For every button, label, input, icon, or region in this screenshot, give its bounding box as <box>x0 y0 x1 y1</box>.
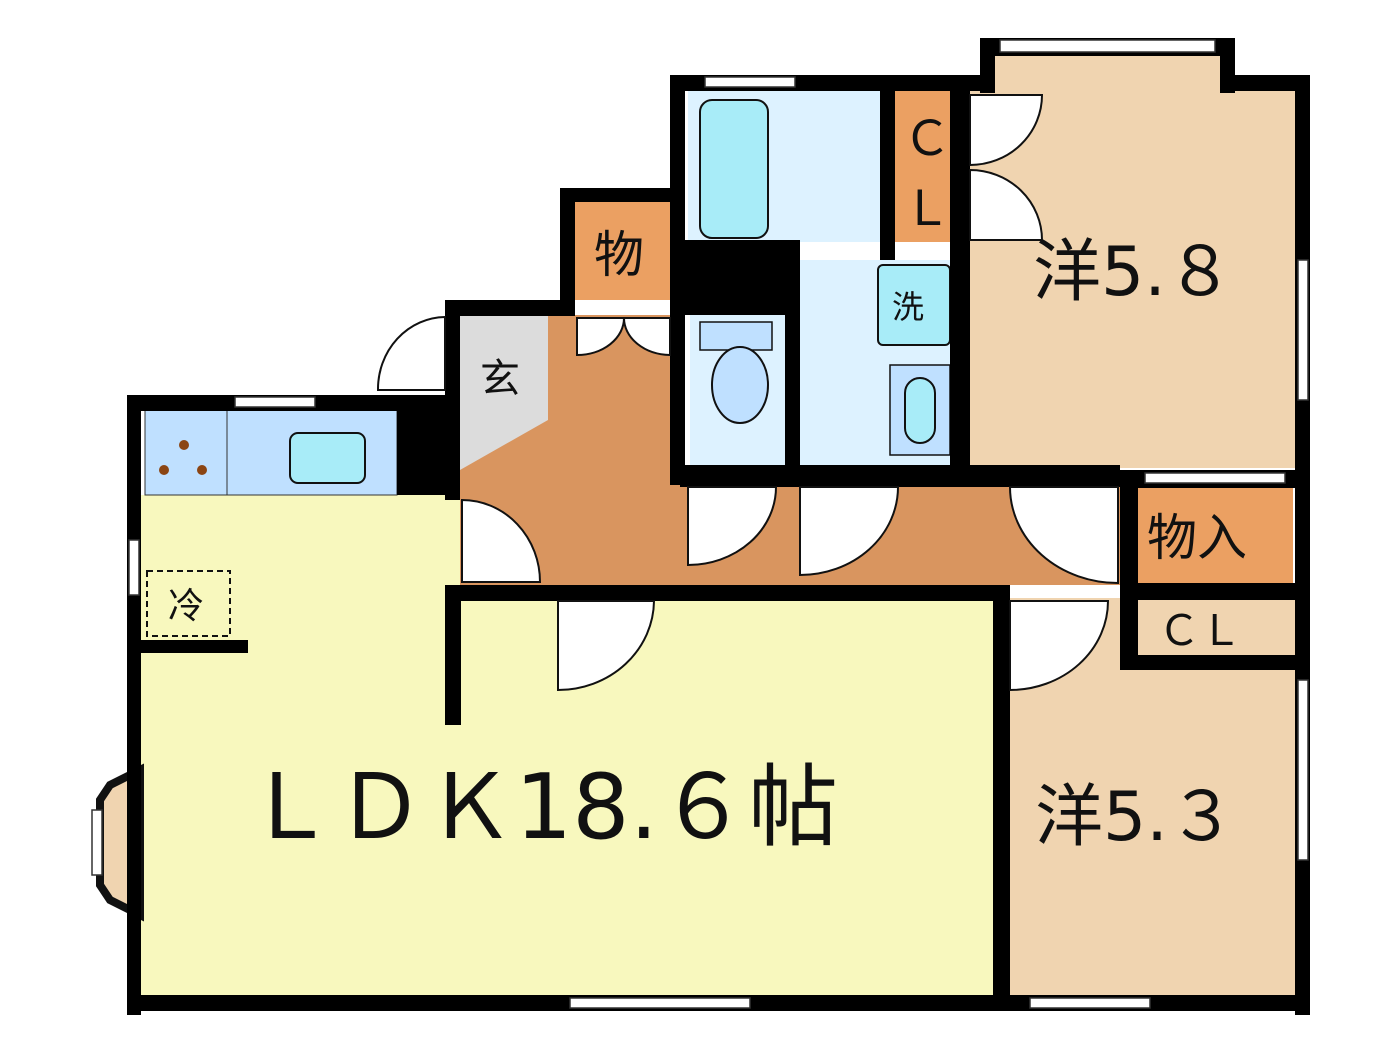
burner-icon <box>197 465 207 475</box>
ldk-door[interactable] <box>557 600 656 692</box>
window[interactable] <box>569 997 751 1009</box>
window[interactable] <box>1297 679 1309 861</box>
toilet-tank <box>699 321 773 351</box>
storage-top-floor <box>575 200 673 300</box>
window[interactable] <box>128 539 140 596</box>
closet-top-door[interactable] <box>969 94 1044 241</box>
entry-door[interactable] <box>376 315 446 391</box>
room-label-ldk: ＬＤＫ18.６帖 <box>245 755 838 860</box>
window[interactable] <box>1144 472 1286 484</box>
room-label-entrance: 玄 <box>480 356 520 402</box>
room-label-storage: 物入 <box>1147 509 1247 567</box>
washbasin-bowl <box>904 377 936 444</box>
window[interactable] <box>1297 259 1309 401</box>
kitchen-stove <box>144 409 228 496</box>
ldk-hall-door[interactable] <box>461 498 542 583</box>
room-label-closet-top-c: Ｃ <box>903 111 951 167</box>
room-label-closet-bottom: ＣＬ <box>1158 606 1242 655</box>
storage-floor <box>1138 488 1293 583</box>
room-label-storage-top: 物 <box>594 226 644 284</box>
storage-top-door[interactable] <box>576 317 671 357</box>
window[interactable] <box>234 396 316 408</box>
western-a-floor <box>970 90 1295 468</box>
closet-top-floor <box>895 90 950 242</box>
room-label-closet-top-l: Ｌ <box>903 181 951 237</box>
burner-icon <box>179 440 189 450</box>
western-b-door[interactable] <box>1009 600 1110 692</box>
fridge-label: 冷 <box>168 586 204 627</box>
kitchen-sink <box>289 432 366 484</box>
window[interactable] <box>704 76 796 88</box>
fridge-space <box>146 570 231 637</box>
window[interactable] <box>999 39 1216 53</box>
burner-icon <box>159 465 169 475</box>
corridor-floor <box>460 315 1120 585</box>
room-label-western-a: 洋5.８ <box>1033 233 1234 312</box>
room-label-western-b: 洋5.３ <box>1035 778 1236 857</box>
window[interactable] <box>91 809 103 876</box>
window[interactable] <box>1029 997 1151 1009</box>
western-a-door[interactable] <box>1008 486 1119 585</box>
washer-label: 洗 <box>892 288 924 326</box>
toilet-bowl <box>711 346 769 424</box>
washroom-door[interactable] <box>799 486 900 577</box>
entrance-floor <box>460 315 548 470</box>
bathtub <box>699 99 769 239</box>
toilet-door[interactable] <box>687 486 778 567</box>
western-a-bay <box>995 55 1220 93</box>
